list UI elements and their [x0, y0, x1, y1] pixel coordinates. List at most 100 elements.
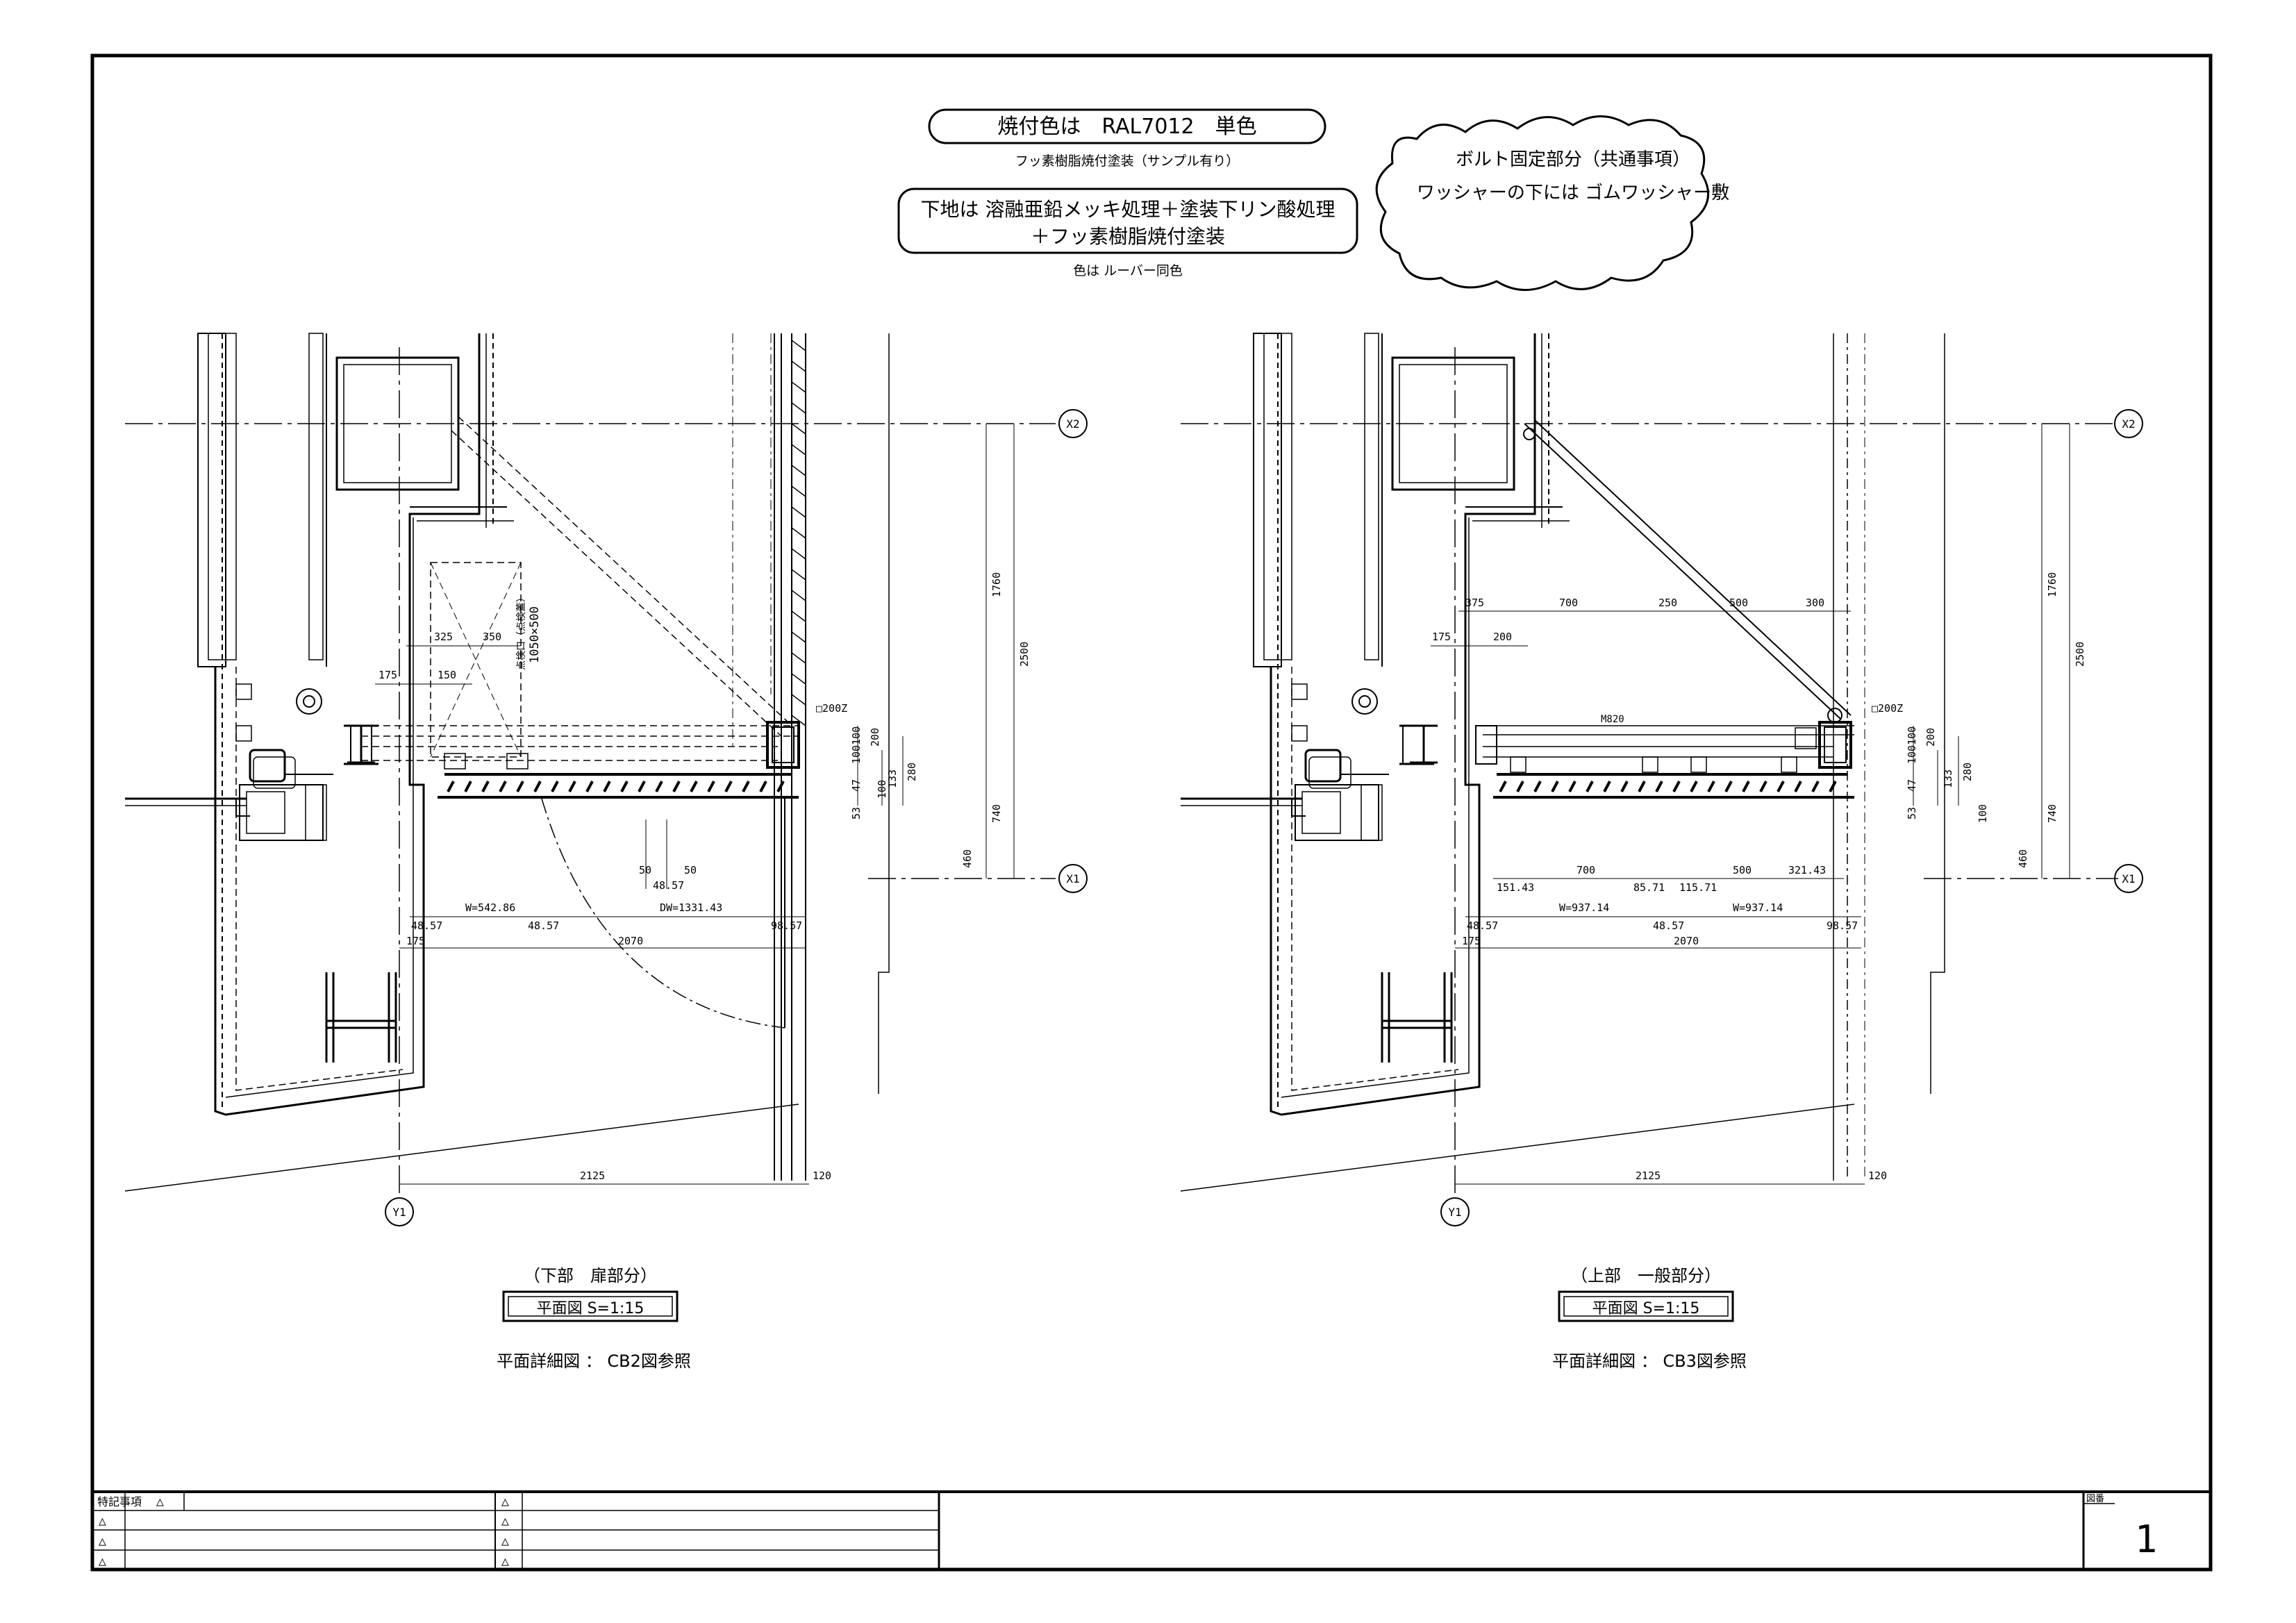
dim: 48.57 — [653, 879, 684, 892]
bolt-cloud-note: ボルト固定部分（共通事項） ワッシャーの下には ゴムワッシャー敷 — [1375, 115, 1729, 291]
section-label-left: □200Z — [816, 702, 847, 715]
dim: 350 — [483, 631, 501, 643]
base-note: 下地は 溶融亜鉛メッキ処理＋塗装下リン酸処理 ＋フッ素樹脂焼付塗装 色は ルーバ… — [897, 188, 1358, 278]
dim: 300 — [1806, 597, 1824, 609]
dim: 280 — [906, 763, 918, 781]
right-plan: M820 □200Z 375 700 2 — [1180, 333, 2143, 1371]
dim: W=937.14 — [1733, 901, 1783, 914]
dim: 85.71 — [1633, 881, 1665, 894]
left-plan-caption: （下部 扉部分） — [524, 1266, 657, 1285]
dim: 120 — [1868, 1170, 1887, 1182]
dim: 500 — [1733, 864, 1752, 876]
dim: W=937.14 — [1559, 901, 1609, 914]
dim: 98.57 — [771, 919, 802, 932]
left-plan: 1050×500 点検口（点検蓋） □200Z — [124, 333, 1088, 1371]
dim: 133 — [1942, 769, 1954, 788]
dim: 100100 — [1906, 726, 1918, 764]
dim: 740 — [2046, 804, 2058, 823]
dim: 1760 — [990, 572, 1003, 597]
left-plan-ref: 平面詳細図 ： CB2図参照 — [497, 1351, 691, 1371]
dim: 2125 — [580, 1170, 605, 1182]
grid-label: X2 — [2122, 417, 2135, 431]
delta-mark: △ — [501, 1534, 509, 1549]
dim: 2070 — [1674, 935, 1699, 947]
dim: 375 — [1465, 597, 1484, 609]
dim: 50 — [684, 864, 697, 876]
grid-label: X1 — [2122, 872, 2135, 885]
dim: 50 — [639, 864, 651, 876]
dim: 47 — [1906, 779, 1918, 792]
dim: 2500 — [1018, 642, 1031, 667]
delta-mark: △ — [99, 1554, 106, 1569]
dim: W=542.86 — [465, 901, 515, 914]
dim: 200 — [1924, 728, 1937, 747]
grid-label: X2 — [1066, 417, 1079, 431]
dim: 325 — [434, 631, 453, 643]
dim: 100 — [1977, 804, 1989, 823]
dim: 150 — [438, 669, 456, 681]
dim: 500 — [1729, 597, 1748, 609]
base-note-sub: 色は ルーバー同色 — [1073, 263, 1183, 278]
right-plan-title: 平面図 S=1:15 — [1592, 1300, 1700, 1317]
grid-label: Y1 — [1448, 1206, 1461, 1219]
dim: 151.43 — [1497, 881, 1534, 894]
dim: 175 — [378, 669, 397, 681]
dim: 2125 — [1636, 1170, 1661, 1182]
grid-bubble-x1-right — [2114, 864, 2143, 893]
remarks-label: 特記事項 — [97, 1495, 142, 1508]
dim: 250 — [1658, 597, 1677, 609]
grid-bubble-y1-left — [385, 1197, 414, 1226]
sheet-label: 図番 — [2086, 1494, 2104, 1504]
dim: 48.57 — [528, 919, 559, 932]
dim: 1760 — [2046, 572, 2058, 597]
dim: 2500 — [2074, 642, 2086, 667]
dim: 53 — [850, 807, 863, 819]
sheet-number: 1 — [2135, 1517, 2158, 1561]
grid-label: X1 — [1066, 872, 1079, 885]
dim: 175 — [1432, 631, 1451, 643]
dim: DW=1331.43 — [660, 901, 722, 914]
dim: 175 — [1462, 935, 1481, 947]
dim: 133 — [886, 769, 899, 788]
left-plan-title: 平面図 S=1:15 — [537, 1300, 644, 1317]
sheet-border — [90, 53, 2213, 1572]
bolt-note-line1: ボルト固定部分（共通事項） — [1456, 149, 1690, 170]
color-note-text: 焼付色は RAL7012 単色 — [997, 115, 1256, 139]
dim: 98.57 — [1827, 919, 1858, 932]
dim: 2070 — [618, 935, 643, 947]
grid-bubble-y1-right — [1440, 1197, 1470, 1226]
opening-note: 点検口（点検蓋） — [516, 592, 527, 670]
dim: 53 — [1906, 807, 1918, 819]
grid-label: Y1 — [392, 1206, 406, 1219]
dim: 48.57 — [1467, 919, 1498, 932]
dim: 700 — [1577, 864, 1595, 876]
mid-label: M820 — [1601, 714, 1624, 725]
dim: 175 — [406, 935, 425, 947]
grid-bubble-x2-right — [2114, 409, 2143, 438]
dim: 47 — [850, 779, 863, 792]
dim: 280 — [1961, 763, 1974, 781]
dim: 115.71 — [1679, 881, 1717, 894]
delta-mark: △ — [99, 1514, 106, 1529]
dim: 48.57 — [411, 919, 442, 932]
color-note: 焼付色は RAL7012 単色 フッ素樹脂焼付塗装（サンプル有り） — [928, 108, 1326, 169]
delta-mark: △ — [99, 1534, 106, 1549]
delta-mark: △ — [501, 1554, 509, 1569]
section-label-right: □200Z — [1872, 702, 1903, 715]
dim: 740 — [990, 804, 1003, 823]
base-note-line1: 下地は 溶融亜鉛メッキ処理＋塗装下リン酸処理 — [921, 198, 1336, 221]
bolt-note-line2: ワッシャーの下には ゴムワッシャー敷 — [1417, 183, 1729, 203]
opening-label: 1050×500 — [528, 606, 542, 663]
dim: 460 — [2017, 849, 2029, 868]
dim: 460 — [961, 849, 974, 868]
dim: 120 — [813, 1170, 831, 1182]
title-block: 特記事項 △ △ △ △ △ △ △ △ 図番 1 — [92, 1490, 2211, 1570]
delta-mark: △ — [156, 1495, 164, 1509]
dim: 200 — [1493, 631, 1512, 643]
dim: 100100 — [850, 726, 863, 764]
grid-bubble-x2-left — [1058, 409, 1088, 438]
dim: 321.43 — [1788, 864, 1826, 876]
dim: 700 — [1559, 597, 1578, 609]
dim: 200 — [869, 728, 881, 747]
